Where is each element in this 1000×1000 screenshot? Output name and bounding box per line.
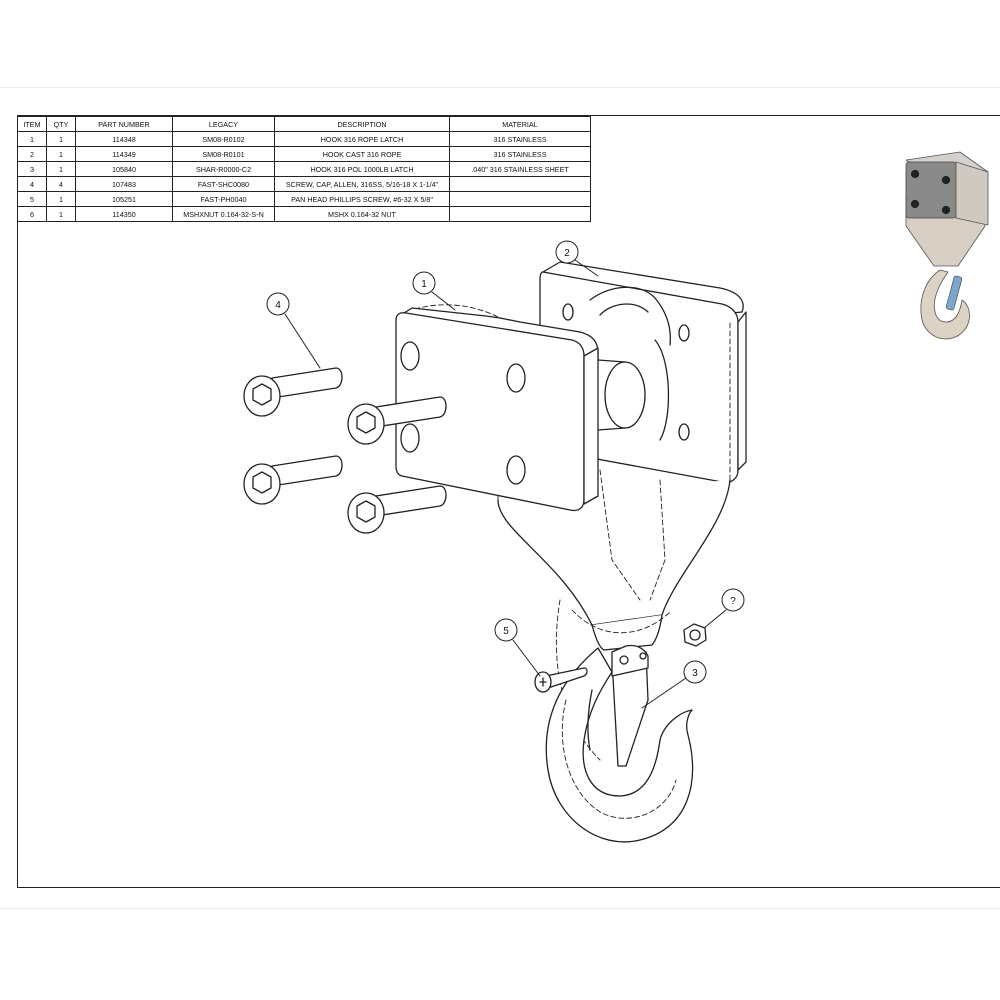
balloon-callouts: 4 1 2 5 ? 3 — [266, 240, 745, 709]
part-hex-nut — [683, 623, 707, 647]
balloon-5-label: 5 — [503, 626, 509, 637]
cap-screw — [347, 396, 447, 445]
balloon-3 — [683, 660, 707, 684]
thumb-side-face — [955, 161, 989, 226]
balloon-4-label: 4 — [275, 300, 281, 311]
drawing-sheet-border — [17, 115, 1000, 888]
thumb-bolt — [941, 205, 951, 215]
balloon-2-label: 2 — [564, 248, 570, 259]
page-bottom-rule — [0, 908, 1000, 909]
bom-row: 6 1 114350 MSHXNUT 0.164-32-S-N MSHX 0.1… — [17, 206, 591, 222]
cap-screw — [347, 485, 447, 534]
part-pan-head-screw — [534, 667, 588, 693]
cap-screw — [243, 455, 343, 505]
thumb-bolt — [941, 175, 951, 185]
block-hole — [506, 363, 526, 393]
bom-row: 2 1 114349 SM08-R0101 HOOK CAST 316 ROPE… — [17, 146, 591, 162]
bom-row: 5 1 105251 FAST-PH0040 PAN HEAD PHILLIPS… — [17, 191, 591, 207]
part-cap-screws — [243, 367, 447, 534]
block-hole — [506, 455, 526, 485]
balloon-2 — [555, 240, 579, 264]
balloon-unknown — [721, 588, 745, 612]
bom-cell — [449, 206, 591, 222]
block-hole — [400, 341, 420, 371]
part-rope-latch-block — [395, 307, 599, 512]
thumb-bolt — [910, 169, 920, 179]
block-hole — [400, 423, 420, 453]
thumb-hook — [920, 269, 970, 340]
balloon-5 — [494, 618, 518, 642]
bom-row: 1 1 114348 SM08-R0102 HOOK 316 ROPE LATC… — [17, 131, 591, 147]
cap-screw — [243, 367, 343, 417]
balloon-1-label: 1 — [421, 279, 427, 290]
thumb-bolt — [910, 199, 920, 209]
assembly-thumbnail — [905, 151, 989, 340]
bom-row: 4 4 107483 FAST-SHC0080 SCREW, CAP, ALLE… — [17, 176, 591, 192]
balloon-4 — [266, 292, 290, 316]
balloon-1 — [412, 271, 436, 295]
part-latch — [611, 644, 649, 767]
balloon-unknown-label: ? — [730, 596, 736, 607]
part-hook — [545, 647, 694, 843]
bom-row: 3 1 105840 SHAR-R0000-C2 HOOK 316 POL 10… — [17, 161, 591, 177]
balloon-3-label: 3 — [692, 668, 698, 679]
page-top-rule — [0, 87, 1000, 88]
bill-of-materials-table: ITEM QTY PART NUMBER LEGACY DESCRIPTION … — [17, 116, 591, 222]
thumb-latch — [945, 275, 963, 311]
